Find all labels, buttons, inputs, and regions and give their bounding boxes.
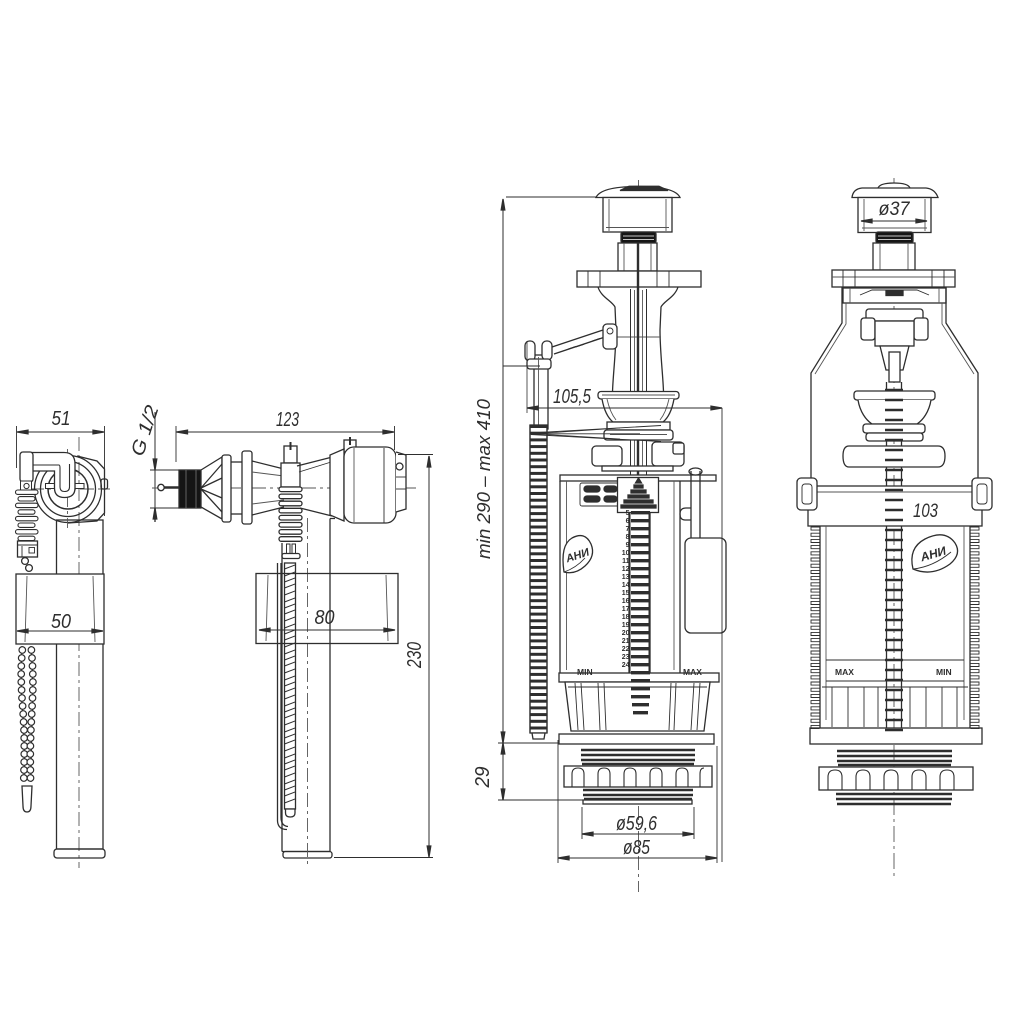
svg-text:MIN: MIN [936, 667, 952, 677]
svg-text:51: 51 [52, 408, 71, 430]
svg-text:16: 16 [622, 598, 630, 605]
svg-text:ø85: ø85 [623, 837, 651, 859]
svg-text:15: 15 [622, 590, 630, 597]
svg-text:13: 13 [622, 574, 630, 581]
svg-text:14: 14 [622, 582, 630, 589]
svg-text:230: 230 [404, 642, 426, 669]
svg-text:29: 29 [472, 767, 494, 789]
svg-text:103: 103 [913, 501, 938, 522]
svg-text:9: 9 [626, 542, 630, 549]
svg-text:22: 22 [622, 646, 630, 653]
svg-text:18: 18 [622, 614, 630, 621]
svg-text:G 1/2: G 1/2 [128, 402, 164, 458]
svg-text:8: 8 [626, 534, 630, 541]
svg-text:20: 20 [622, 630, 630, 637]
svg-text:MAX: MAX [835, 667, 854, 677]
svg-text:80: 80 [315, 607, 335, 629]
svg-text:105,5: 105,5 [553, 386, 592, 408]
svg-text:MAX: MAX [683, 667, 702, 677]
svg-text:min 290 – max 410: min 290 – max 410 [474, 399, 494, 559]
svg-text:5: 5 [626, 510, 630, 517]
svg-text:50: 50 [51, 611, 71, 633]
svg-text:MIN: MIN [577, 667, 593, 677]
svg-text:123: 123 [276, 409, 299, 431]
svg-text:24: 24 [622, 662, 630, 669]
svg-text:6: 6 [626, 518, 630, 525]
svg-text:19: 19 [622, 622, 630, 629]
svg-text:11: 11 [622, 558, 630, 565]
svg-text:ø37: ø37 [879, 199, 911, 220]
svg-text:7: 7 [626, 526, 630, 533]
svg-text:ø59,6: ø59,6 [616, 813, 658, 835]
svg-text:10: 10 [622, 550, 630, 557]
svg-text:17: 17 [622, 606, 630, 613]
svg-text:12: 12 [622, 566, 630, 573]
svg-text:23: 23 [622, 654, 630, 661]
svg-text:21: 21 [622, 638, 630, 645]
